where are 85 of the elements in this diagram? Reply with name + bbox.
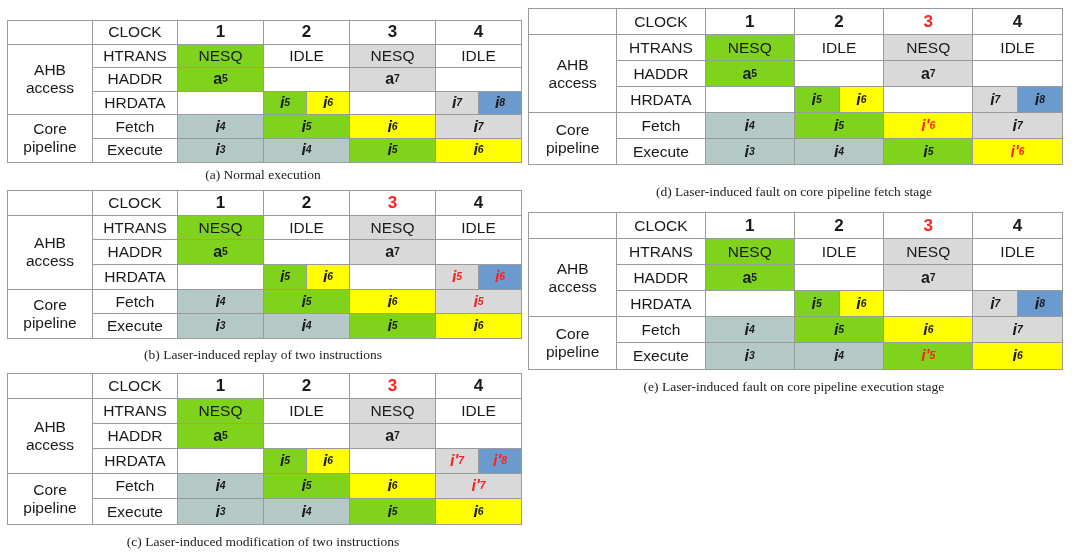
clock-header: 2: [264, 374, 349, 399]
signal-label: Fetch: [93, 115, 177, 138]
table-cell: IDLE: [264, 215, 349, 240]
table-cell: NESQ: [705, 239, 794, 265]
signal-label: HADDR: [617, 265, 705, 291]
signal-label: HADDR: [617, 61, 705, 86]
signal-label: HADDR: [93, 240, 177, 265]
clock-header: 1: [178, 191, 263, 215]
group-label: AHB access: [529, 35, 617, 112]
signal-label: Fetch: [93, 474, 177, 499]
table-cell: NESQ: [705, 35, 794, 60]
table-cell: IDLE: [794, 35, 884, 60]
signal-label: HADDR: [93, 68, 177, 91]
signal-label: CLOCK: [617, 213, 705, 239]
clock-header: 1: [178, 21, 263, 44]
table-cell: IDLE: [436, 44, 521, 68]
clock-header: 2: [264, 21, 349, 44]
clock-header: 3: [884, 213, 973, 239]
table-cell: IDLE: [436, 215, 521, 240]
signal-label: Execute: [93, 314, 177, 339]
signal-label: Execute: [93, 138, 177, 162]
table-cell: IDLE: [264, 399, 349, 424]
clock-header: 3: [350, 191, 435, 215]
table-cell: IDLE: [973, 239, 1062, 265]
clock-header: 4: [973, 9, 1062, 34]
group-label: AHB access: [8, 215, 92, 289]
signal-label: Execute: [93, 499, 177, 524]
signal-label: CLOCK: [93, 374, 177, 399]
group-label: Core pipeline: [8, 474, 92, 524]
signal-label: HTRANS: [93, 44, 177, 68]
clock-header: 4: [973, 213, 1062, 239]
signal-label: HRDATA: [93, 265, 177, 289]
clock-header: 1: [705, 213, 794, 239]
table-cell: IDLE: [264, 44, 349, 68]
table-cell: NESQ: [884, 35, 973, 60]
clock-header: 2: [264, 191, 349, 215]
table-cell: NESQ: [178, 399, 263, 424]
signal-label: HTRANS: [93, 399, 177, 424]
signal-label: HADDR: [93, 424, 177, 449]
signal-label: HTRANS: [617, 35, 705, 60]
table-cell: NESQ: [884, 239, 973, 265]
clock-header: 3: [350, 21, 435, 44]
signal-label: HRDATA: [93, 449, 177, 474]
table-cell: NESQ: [350, 399, 435, 424]
group-label: AHB access: [8, 399, 92, 474]
signal-label: Execute: [617, 343, 705, 369]
clock-header: 1: [705, 9, 794, 34]
signal-label: HRDATA: [617, 87, 705, 112]
clock-header: 3: [350, 374, 435, 399]
caption: (d) Laser-induced fault on core pipeline fetch stage: [654, 184, 933, 200]
group-label: AHB access: [529, 239, 617, 317]
group-label: Core pipeline: [529, 317, 617, 369]
table-cell: NESQ: [350, 215, 435, 240]
clock-header: 2: [794, 9, 884, 34]
table-cell: IDLE: [794, 239, 884, 265]
caption: (b) Laser-induced replay of two instructions: [143, 347, 383, 363]
clock-header: 4: [436, 21, 521, 44]
table-cell: NESQ: [178, 215, 263, 240]
table-cell: NESQ: [350, 44, 435, 68]
signal-label: HTRANS: [93, 215, 177, 240]
table-cell: NESQ: [178, 44, 263, 68]
clock-header: 1: [178, 374, 263, 399]
signal-label: Fetch: [93, 289, 177, 314]
signal-label: Fetch: [617, 113, 705, 138]
caption: (c) Laser-induced modification of two instructions: [125, 534, 401, 550]
table-cell: IDLE: [973, 35, 1062, 60]
caption: (e) Laser-induced fault on core pipeline execution stage: [642, 379, 946, 395]
caption: (a) Normal execution: [204, 167, 322, 183]
signal-label: CLOCK: [93, 191, 177, 215]
signal-label: CLOCK: [93, 21, 177, 44]
group-label: Core pipeline: [8, 289, 92, 339]
clock-header: 4: [436, 191, 521, 215]
table-cell: IDLE: [436, 399, 521, 424]
clock-header: 3: [884, 9, 973, 34]
signal-label: Fetch: [617, 317, 705, 343]
signal-label: CLOCK: [617, 9, 705, 34]
clock-header: 2: [794, 213, 884, 239]
signal-label: HRDATA: [617, 291, 705, 317]
group-label: Core pipeline: [529, 113, 617, 164]
clock-header: 4: [436, 374, 521, 399]
signal-label: HRDATA: [93, 91, 177, 115]
signal-label: HTRANS: [617, 239, 705, 265]
group-label: Core pipeline: [8, 115, 92, 162]
signal-label: Execute: [617, 139, 705, 164]
group-label: AHB access: [8, 44, 92, 115]
